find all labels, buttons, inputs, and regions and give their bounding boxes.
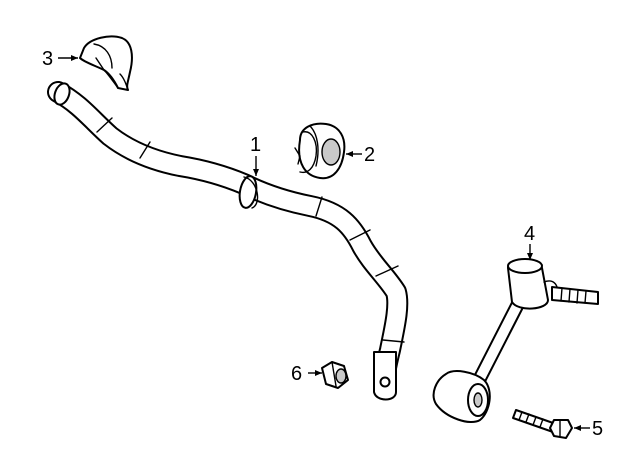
callout-1: 1	[250, 134, 261, 156]
bar-bushing	[294, 122, 346, 180]
stabilizer-bar	[47, 81, 409, 401]
link-nut	[321, 361, 349, 389]
stabilizer-link	[432, 258, 599, 423]
callout-3: 3	[42, 48, 53, 70]
callout-2: 2	[364, 144, 375, 166]
link-bolt	[512, 409, 573, 439]
callout-6: 6	[291, 363, 302, 385]
callout-5: 5	[592, 418, 603, 440]
bushing-bracket	[79, 35, 133, 91]
callout-4: 4	[524, 223, 535, 245]
